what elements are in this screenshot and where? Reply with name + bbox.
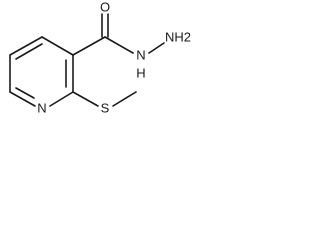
bond-ring-c3-c4 (41, 36, 74, 56)
pyridine-ring (9, 36, 74, 107)
bond-ring-c6-n1 (9, 91, 36, 107)
bond-nitrogen-nitrogen (148, 42, 165, 54)
atom-label-carbonyl-oxygen: O (100, 0, 110, 14)
bond-carbonyl-nitrogen (104, 36, 134, 54)
bond-c2-sulfur (72, 91, 99, 107)
bond-ring-c4-c5 (9, 36, 43, 56)
atom-label-terminal-amine: NH2 (165, 29, 191, 44)
bond-ring-inner-c4-c5 (15, 43, 43, 60)
atom-label-amide-nitrogen: N (136, 47, 145, 62)
bond-sulfur-methyl (112, 91, 137, 107)
atom-label-ring-nitrogen: N (37, 100, 46, 115)
methylthio-group (72, 91, 137, 107)
hydrazide-group (72, 13, 165, 56)
bond-ring-inner-c6-n1 (15, 87, 35, 99)
bond-ring-n1-c2 (49, 91, 74, 107)
bond-c3-carbonyl (72, 36, 106, 56)
atom-label-amide-hydrogen: H (136, 65, 145, 80)
molecule-structure-diagram: O N H NH2 N S (9, 0, 191, 115)
atom-label-sulfur: S (101, 100, 110, 115)
